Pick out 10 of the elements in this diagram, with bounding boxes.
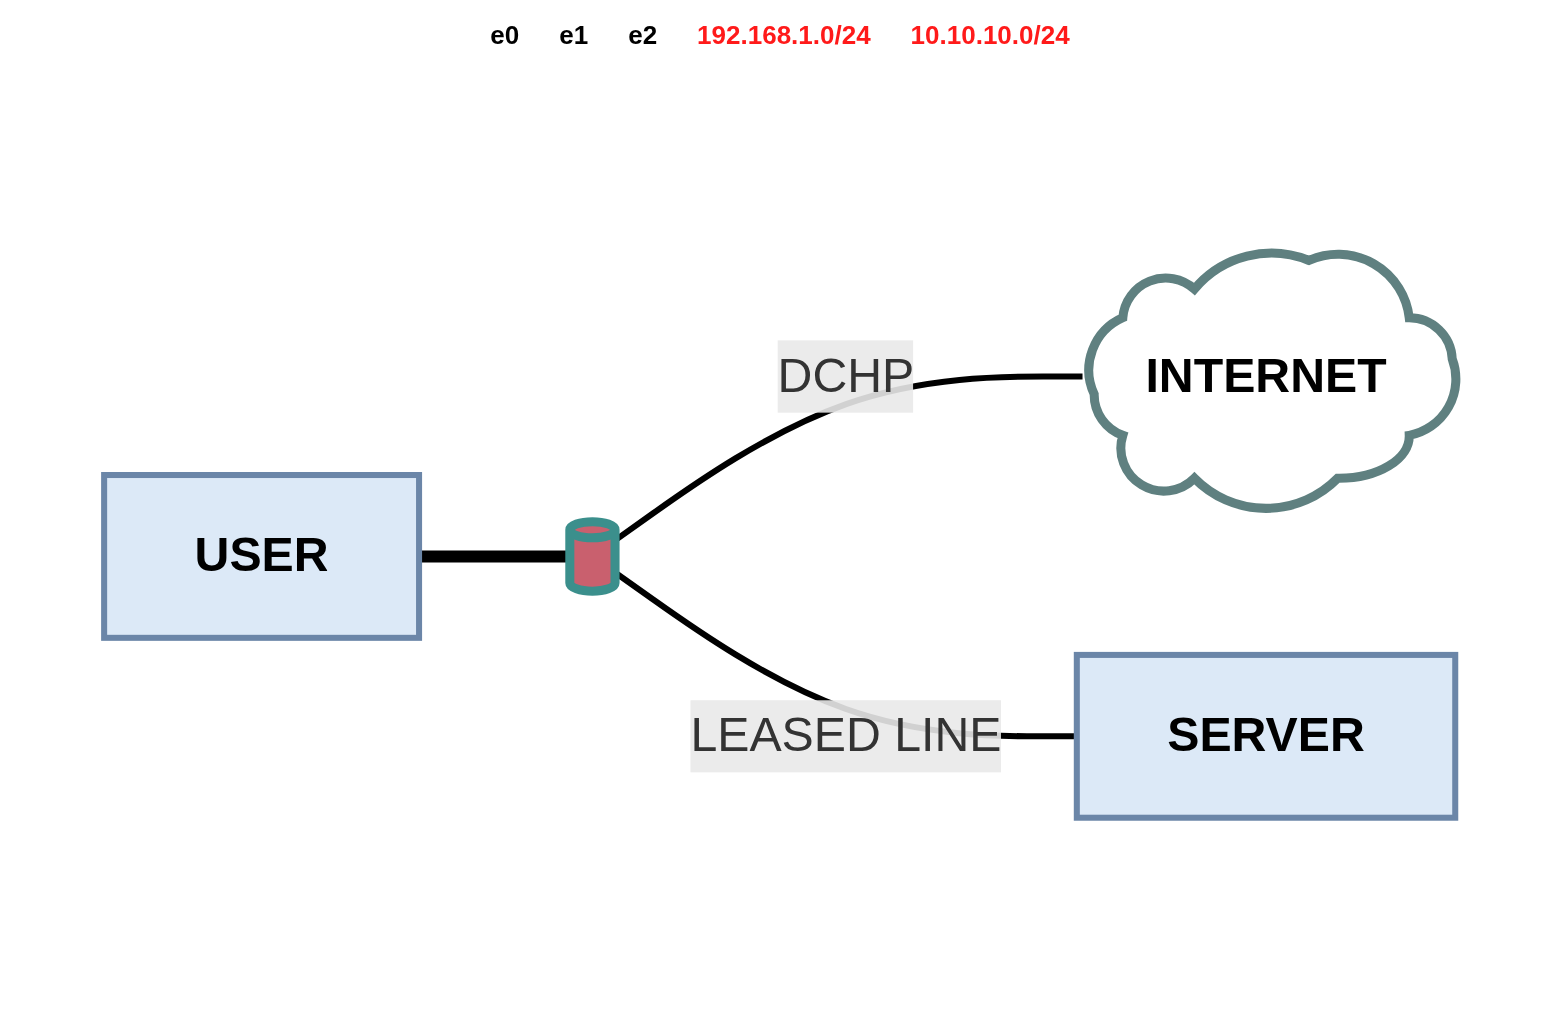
subnet-label: 192.168.1.0/24: [697, 20, 871, 51]
edge-label: LEASED LINE: [690, 709, 1002, 761]
node-cylinder: [565, 517, 620, 596]
edge-label: DCHP: [777, 349, 915, 401]
node-box: SERVER: [1073, 651, 1459, 821]
port-label: e0: [490, 20, 520, 51]
port-label: e2: [628, 20, 658, 51]
subnet-label: 10.10.10.0/24: [910, 20, 1070, 51]
port-label: e1: [559, 20, 589, 51]
node-box: USER: [101, 472, 423, 641]
